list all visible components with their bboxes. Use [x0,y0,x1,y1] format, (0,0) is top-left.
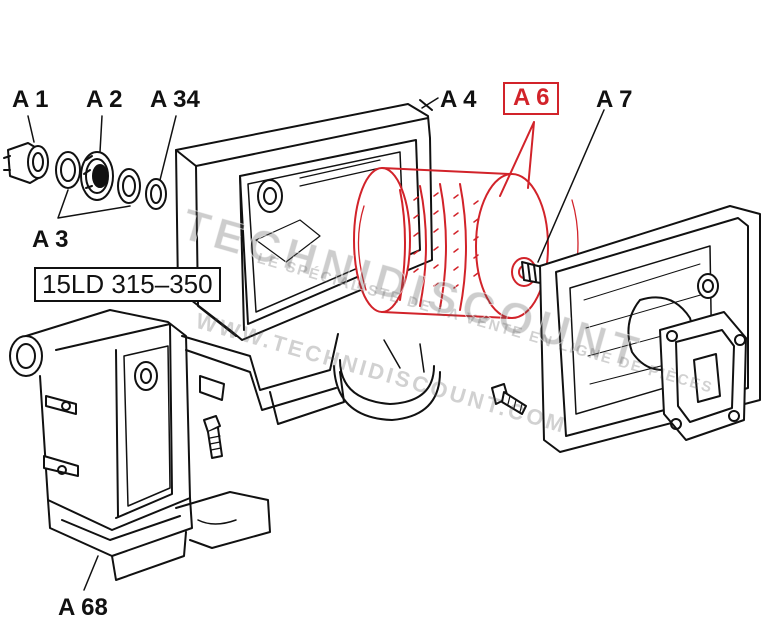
callout-a4: A 4 [440,86,477,113]
inlet-parts-group [3,115,177,219]
part-a1-fitting [3,142,49,184]
bolt-front [491,383,527,415]
callout-a1: A 1 [12,86,49,113]
callout-a7: A 7 [596,86,633,113]
bolt-lower [203,415,223,459]
callout-a68: A 68 [58,594,108,621]
callout-a3: A 3 [32,226,69,253]
back-cover-plate [539,205,761,453]
callout-a34: A 34 [150,86,200,113]
callout-a6-highlighted: A 6 [503,82,560,115]
part-a34-washers [117,168,167,210]
part-a6-filter-element [353,121,579,319]
part-a2-seal-ring [55,151,114,201]
lower-housing [9,309,271,591]
model-label: 15LD 315–350 [34,267,221,302]
callout-a2: A 2 [86,86,123,113]
